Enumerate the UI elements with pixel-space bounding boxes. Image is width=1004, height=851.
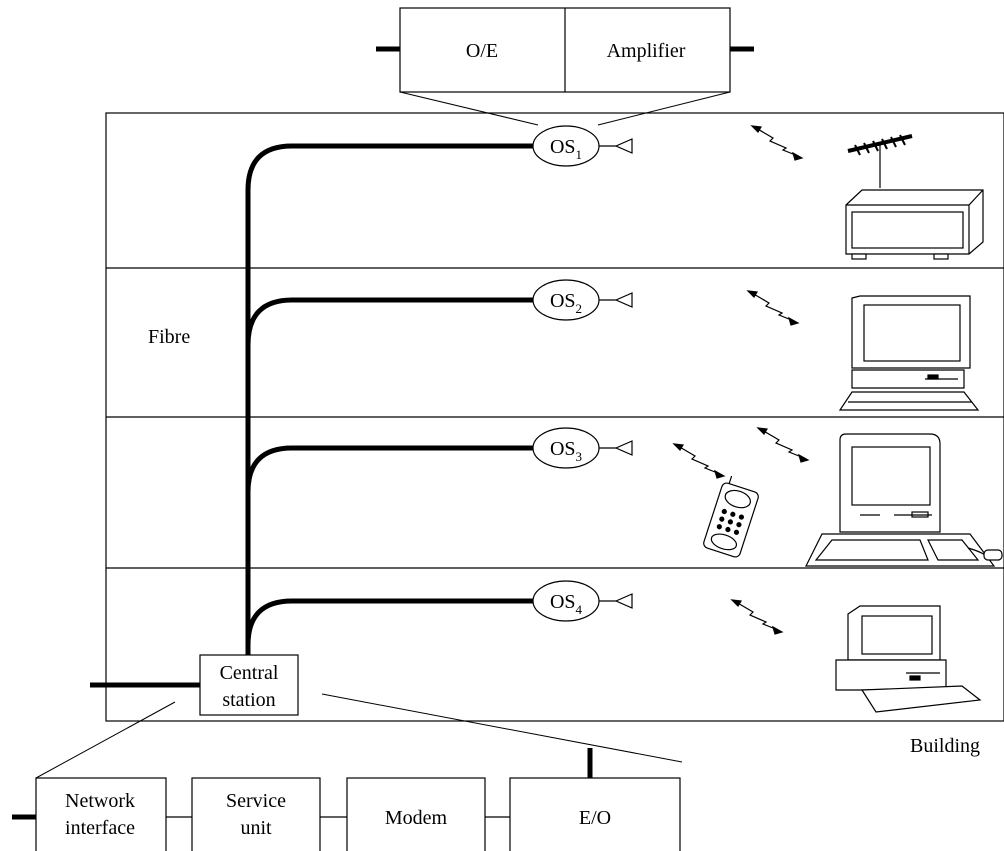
antenna-triangle-icon [614,292,633,308]
desktop-computer-icon [838,295,980,411]
central-station-label-line2: station [222,689,275,711]
fibre-branch-3 [245,445,533,493]
fibre-trunk [245,143,533,655]
service-unit-label-line2: unit [240,817,272,839]
zoom-line-bottom-right [321,693,683,763]
antenna-triangle-icon [614,593,633,609]
service-unit-label-line1: Service [226,790,286,812]
central-station: Central station [199,654,299,716]
central-station-label-line1: Central [220,662,279,684]
optical-station-3: OS3 [532,427,633,469]
top-module: O/E Amplifier [376,7,754,126]
fibre-branch-4 [245,598,533,646]
tv-receiver-icon [845,134,984,260]
zoom-line-bottom-left [35,701,176,779]
os-label: OS2 [550,290,582,316]
wireless-link-icon [756,427,810,463]
eo-box [509,777,681,851]
optical-station-2: OS2 [532,279,633,321]
fibre-label: Fibre [148,326,190,348]
oe-label: O/E [466,40,498,62]
zoom-line-right [597,91,731,126]
modem-box [346,777,486,851]
building: Building [105,112,1004,757]
network-interface-label-line2: interface [65,817,135,839]
wireless-link-icon [750,125,804,161]
fibre-network [90,143,533,688]
antenna-triangle-icon [614,138,633,154]
zoom-line-left [399,91,539,126]
optical-station-4: OS4 [532,580,633,622]
mobile-phone-icon [703,475,759,558]
amplifier-label: Amplifier [607,40,686,62]
wireless-link-icon [730,599,784,635]
modem-label: Modem [385,807,448,829]
service-unit-box [191,777,321,851]
wireless-link-icon [672,443,726,479]
bottom-chain: Network interface Service unit Modem E/O [12,748,681,851]
workstation-icon [805,433,996,567]
fibre-branch-2 [245,297,533,346]
network-interface-label-line1: Network [65,790,135,812]
eo-label: E/O [579,807,611,829]
antenna-triangle-icon [614,440,633,456]
network-interface-box [35,777,167,851]
os-label: OS4 [550,591,583,617]
os-label: OS3 [550,438,582,464]
central-station-box [199,654,299,716]
desktop-computer-icon [835,605,982,713]
os-label: OS1 [550,136,582,162]
antenna-icon [847,134,913,188]
wireless-link-icon [746,290,800,326]
building-label: Building [910,735,980,757]
optical-station-1: OS1 [532,125,633,167]
mouse-icon [967,547,1003,561]
wireless-links [672,125,810,635]
